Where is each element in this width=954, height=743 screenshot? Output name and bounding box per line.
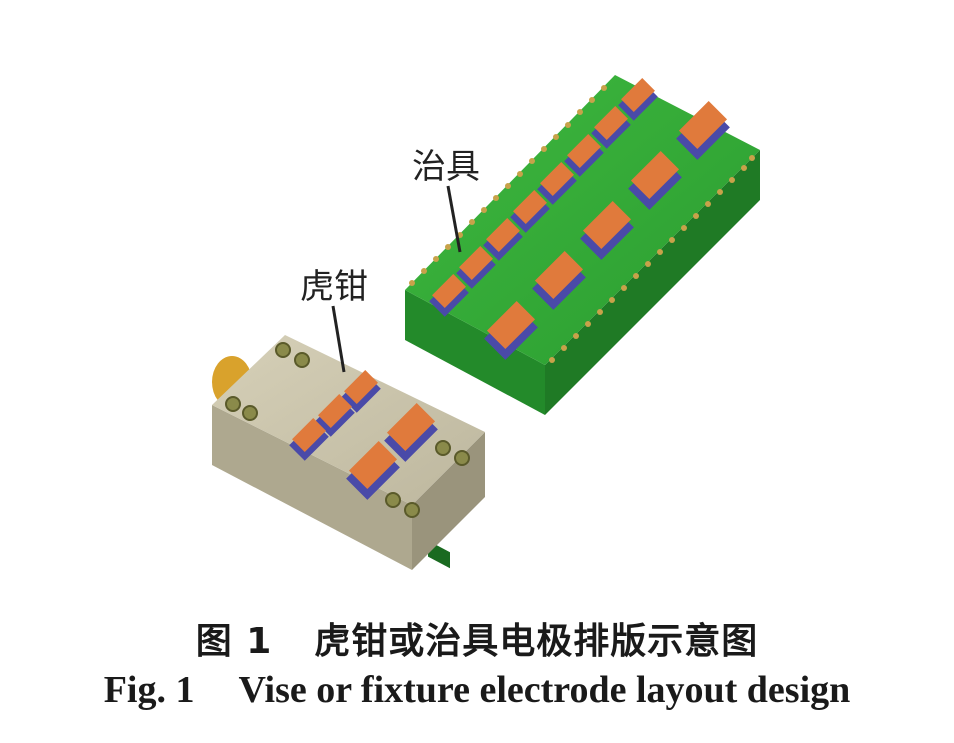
vise-holes	[225, 342, 470, 518]
fixture-electrodes-small-row	[429, 78, 658, 317]
fixture-callout: 治具	[412, 147, 480, 253]
fixture-label: 治具	[412, 147, 480, 187]
fixture-pins-left	[409, 85, 607, 286]
vise-electrodes	[289, 370, 438, 500]
caption-english: Fig. 1 Vise or fixture electrode layout d…	[0, 668, 954, 712]
vise-label: 虎钳	[300, 267, 368, 307]
electrode-layout-illustration: 治具 虎钳	[212, 75, 760, 570]
caption-en-number: Fig. 1	[103, 669, 195, 711]
fixture-block	[405, 75, 760, 569]
caption-en-text: Vise or fixture electrode layout design	[238, 669, 851, 711]
caption-chinese: 图 1 虎钳或治具电极排版示意图	[0, 612, 954, 664]
caption-cn-text: 虎钳或治具电极排版示意图	[314, 621, 759, 662]
vise-callout: 虎钳	[300, 267, 368, 373]
fixture-electrodes-large-row	[484, 100, 730, 360]
fixture-pins-bottom	[549, 155, 755, 363]
caption-cn-number: 图 1	[195, 621, 273, 662]
vise-block	[212, 335, 485, 570]
